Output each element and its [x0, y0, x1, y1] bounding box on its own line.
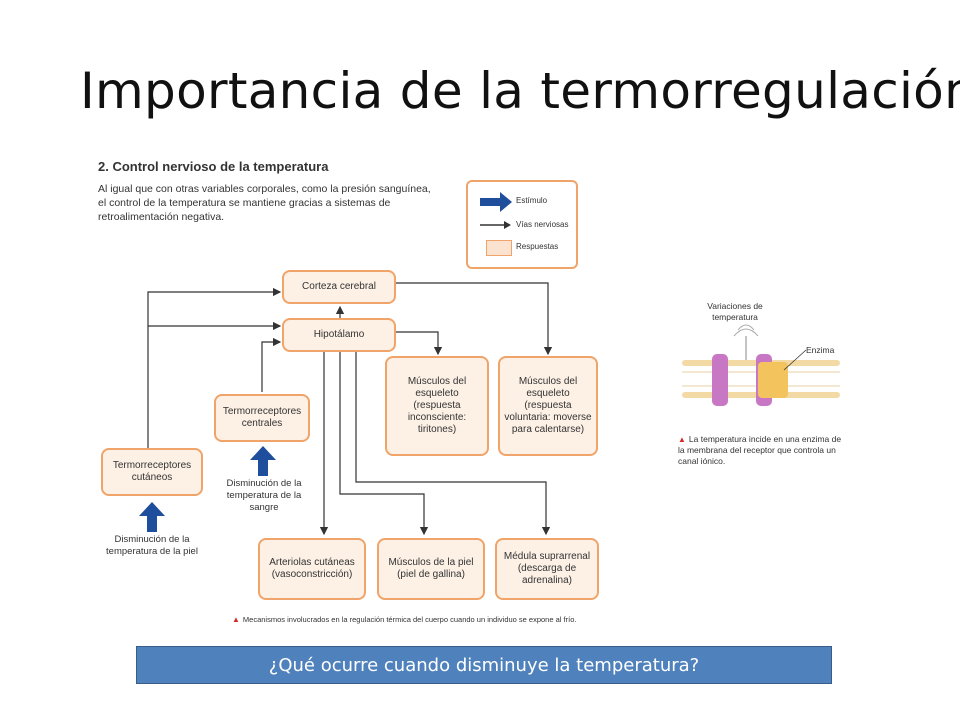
legend: Estímulo Vías nerviosas Respuestas: [466, 180, 578, 269]
stimulus-legend-icon: [480, 192, 512, 212]
node-termorreceptores-centrales: Termorreceptores centrales: [214, 394, 310, 442]
node-termorreceptores-cutaneos: Termorreceptores cutáneos: [101, 448, 203, 496]
path-hipotalamo-musculos-piel: [339, 352, 429, 536]
node-musculos-involuntaria: Músculos del esqueleto (respuesta incons…: [385, 356, 489, 456]
receptor-caption: ▲La temperatura incide en una enzima de …: [678, 434, 846, 467]
legend-stimulus-label: Estímulo: [516, 196, 548, 205]
question-text: ¿Qué ocurre cuando disminuye la temperat…: [268, 654, 700, 676]
variation-label: Variaciones de temperatura: [707, 301, 763, 322]
legend-nerve-label: Vías nerviosas: [516, 220, 569, 229]
node-corteza-cerebral: Corteza cerebral: [282, 270, 396, 304]
receptor-caption-text: La temperatura incide en una enzima de l…: [678, 434, 842, 466]
enzyme-label: Enzima: [806, 345, 835, 355]
section-intro: Al igual que con otras variables corpora…: [98, 183, 431, 223]
node-hipotalamo: Hipotálamo: [282, 318, 396, 352]
diagram-caption-text: Mecanismos involucrados en la regulación…: [242, 615, 577, 624]
path-hipotalamo-medula: [355, 352, 551, 536]
node-musculos-piel: Músculos de la piel (piel de gallina): [377, 538, 485, 600]
section-heading: 2. Control nervioso de la temperatura: [98, 159, 329, 174]
stimulus-label-sangre: Disminución de la temperatura de la sang…: [226, 478, 302, 513]
receptor-caption-triangle-icon: ▲: [678, 435, 686, 444]
path-corteza-voluntaria: [396, 282, 553, 356]
receptor-membrane-illustration: [682, 324, 840, 406]
path-cutaneos-corteza: [147, 287, 282, 448]
nerve-path-legend-icon: [480, 221, 511, 229]
node-arteriolas: Arteriolas cutáneas (vasoconstricción): [258, 538, 366, 600]
node-musculos-voluntaria: Músculos del esqueleto (respuesta volunt…: [498, 356, 598, 456]
legend-response-label: Respuestas: [516, 242, 559, 251]
stimulus-arrow-sangre: [250, 446, 276, 476]
stimulus-arrow-piel: [139, 502, 165, 532]
node-medula-suprarrenal: Médula suprarrenal (descarga de adrenali…: [495, 538, 599, 600]
stimulus-label-piel: Disminución de la temperatura de la piel: [106, 534, 198, 557]
path-centrales-hipotalamo: [261, 337, 282, 392]
page-title: Importancia de la termorregulación: [80, 62, 960, 120]
question-banner: ¿Qué ocurre cuando disminuye la temperat…: [136, 646, 832, 684]
response-legend-swatch: [486, 240, 512, 256]
caption-triangle-icon: ▲: [232, 615, 240, 624]
diagram-caption: ▲Mecanismos involucrados en la regulació…: [232, 615, 576, 624]
path-hipotalamo-involuntaria: [396, 331, 443, 356]
